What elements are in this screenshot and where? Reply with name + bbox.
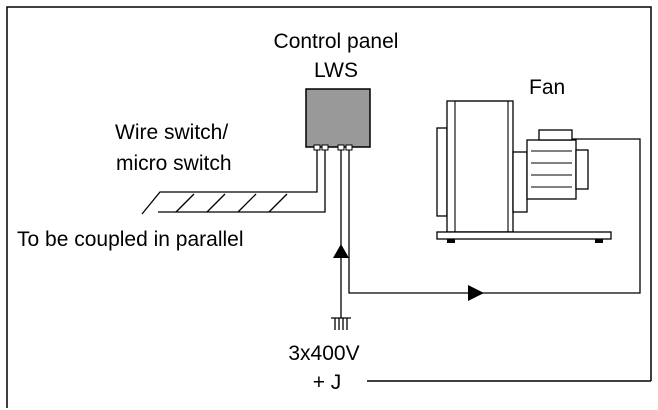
- panel-terminal-4: [345, 144, 353, 151]
- micro-switch-label: micro switch: [116, 152, 232, 175]
- voltage-label: 3x400V: [288, 342, 359, 365]
- diagram-frame: [6, 6, 652, 408]
- switch-hatch-1: [175, 193, 195, 213]
- earth-label: + J: [313, 371, 342, 394]
- control-panel-box: [305, 88, 371, 148]
- motor-cable-arrow: [468, 285, 484, 301]
- panel-terminal-2: [321, 144, 329, 151]
- supply-arrow: [333, 244, 349, 258]
- fan-label: Fan: [529, 76, 565, 99]
- fan-inlet-flange: [436, 127, 448, 217]
- wire-switch-label: Wire switch/: [115, 121, 228, 144]
- fan-housing: [446, 100, 514, 233]
- panel-terminal-1: [313, 144, 321, 151]
- panel-terminal-3: [337, 144, 345, 151]
- switch-cable-upper: [141, 150, 318, 215]
- control-panel-label: Control panel: [274, 30, 399, 53]
- switch-cable-lower: [158, 150, 326, 213]
- fan-motor-body: [526, 139, 577, 200]
- motor-terminal-box: [538, 129, 573, 141]
- fan-motor-endcap: [575, 149, 589, 190]
- motor-cable: [348, 138, 641, 294]
- switch-hatch-2: [206, 193, 226, 213]
- control-panel-code-label: LWS: [314, 59, 358, 82]
- parallel-note-label: To be coupled in parallel: [17, 228, 244, 251]
- fan-foot-right: [595, 239, 603, 243]
- switch-hatch-3: [237, 193, 257, 213]
- fan-unit: [436, 100, 612, 243]
- switch-hatch-4: [268, 193, 288, 213]
- fan-foot-left: [447, 239, 455, 243]
- fan-coupling: [512, 151, 528, 213]
- fan-base-plate: [436, 231, 612, 240]
